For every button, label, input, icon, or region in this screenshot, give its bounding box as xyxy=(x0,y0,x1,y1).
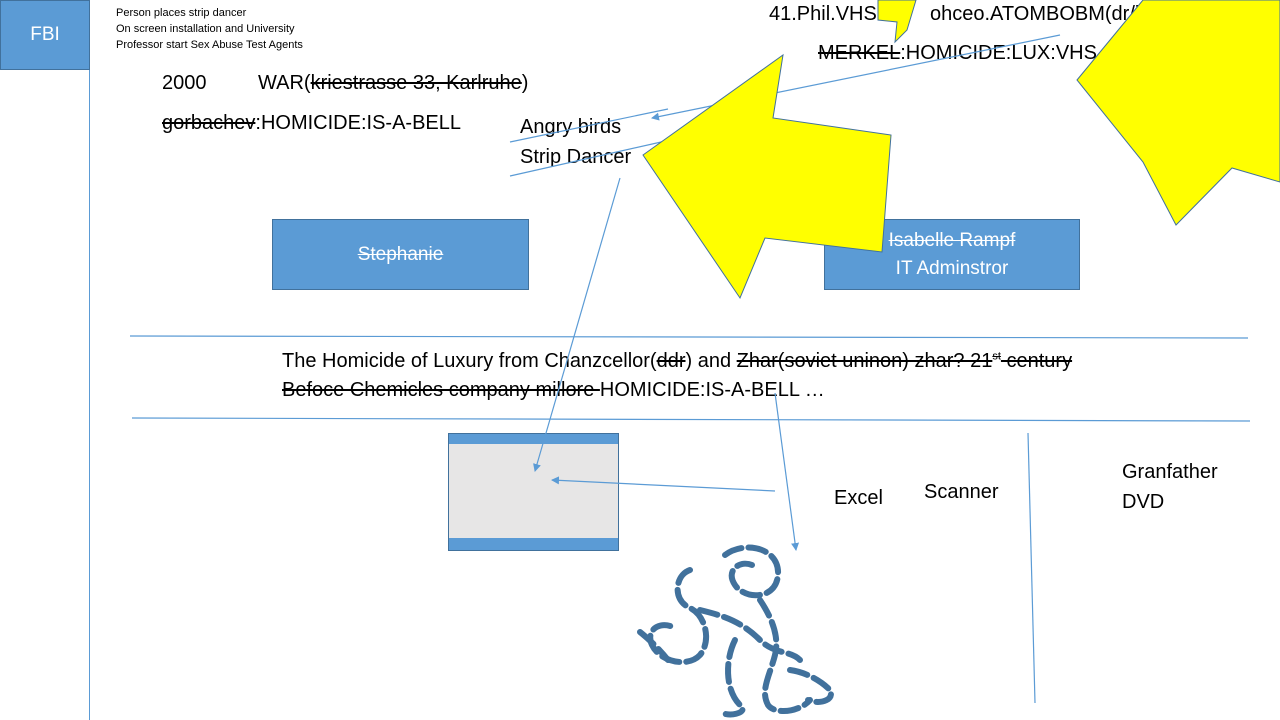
dvd-label: DVD xyxy=(1122,491,1165,513)
isabelle-role: IT Adminstror xyxy=(895,257,1009,279)
screen-bottom-bar xyxy=(449,538,618,550)
strip-dancer-label: Strip Dancer xyxy=(520,146,632,168)
yellow-arrow-center xyxy=(642,53,892,300)
war-address: kriestrasse 33, Karlruhe xyxy=(310,72,522,94)
homicide-b: ) and xyxy=(685,350,737,372)
homicide-ddr: ddr xyxy=(656,350,686,372)
yellow-arrow-right xyxy=(1076,0,1280,226)
excel-label: Excel xyxy=(834,487,883,509)
stephanie-label: Stephanie xyxy=(357,243,444,265)
merkel-rest: :HOMICIDE:LUX:VHS xyxy=(900,42,1097,64)
fbi-label: FBI xyxy=(30,24,60,45)
note-line-2: On screen installation and University xyxy=(116,23,295,35)
year-label: 2000 xyxy=(162,72,207,94)
note-line-1: Person places strip dancer xyxy=(116,7,247,19)
divider-line-2 xyxy=(131,417,1251,422)
right-vertical-line xyxy=(1027,432,1036,704)
gorbachev-line: gorbachev:HOMICIDE:IS-A-BELL xyxy=(162,112,461,135)
arrow-excel-to-screen xyxy=(551,476,776,492)
stephanie-box: Stephanie xyxy=(272,219,529,290)
homicide-struck: Befoce Chemicles company millore xyxy=(282,379,600,401)
gorbachev-rest: :HOMICIDE:IS-A-BELL xyxy=(255,112,462,134)
phil-vhs-text: 41.Phil.VHS xyxy=(769,3,877,25)
isabelle-name: Isabelle Rampf xyxy=(888,229,1016,251)
war-prefix: WAR( xyxy=(258,72,311,94)
note-line-3: Professor start Sex Abuse Test Agents xyxy=(116,39,303,51)
note-text: Person places strip dancer On screen ins… xyxy=(116,5,303,53)
homicide-sup: st xyxy=(992,350,1001,363)
scanner-label: Scanner xyxy=(924,481,999,503)
angry-birds-strike-line xyxy=(509,108,669,143)
strip-dancer-strike-line xyxy=(509,139,671,177)
granfather-label: Granfather xyxy=(1122,461,1218,483)
left-vertical-line xyxy=(89,0,90,720)
fbi-box: FBI xyxy=(0,0,90,70)
screen-device xyxy=(448,433,619,551)
scribble-figure xyxy=(637,544,834,718)
divider-line-1 xyxy=(129,335,1249,339)
homicide-zhar: Zhar(soviet uninon) zhar? 21 xyxy=(736,350,993,372)
homicide-century: century xyxy=(1000,350,1073,372)
merkel-name: MERKEL xyxy=(818,42,901,64)
homicide-rest: HOMICIDE:IS-A-BELL … xyxy=(599,379,825,401)
war-suffix: ) xyxy=(521,72,529,94)
homicide-a: The Homicide of Luxury from Chanzcellor( xyxy=(282,350,657,372)
war-line: WAR(kriestrasse 33, Karlruhe) xyxy=(258,72,528,95)
arrow-to-screen xyxy=(533,177,621,472)
homicide-line-1: The Homicide of Luxury from Chanzcellor(… xyxy=(282,350,1072,373)
yellow-arrow-top xyxy=(877,0,917,44)
screen-top-bar xyxy=(449,434,618,444)
angry-birds-label: Angry birds xyxy=(520,116,622,138)
homicide-line-2: Befoce Chemicles company millore HOMICID… xyxy=(282,379,825,402)
arrow-homicide-down xyxy=(774,392,800,551)
isabelle-box: Isabelle Rampf IT Adminstror xyxy=(824,219,1080,290)
gorbachev-name: gorbachev xyxy=(162,112,256,134)
merkel-line: MERKEL:HOMICIDE:LUX:VHS xyxy=(818,42,1097,65)
